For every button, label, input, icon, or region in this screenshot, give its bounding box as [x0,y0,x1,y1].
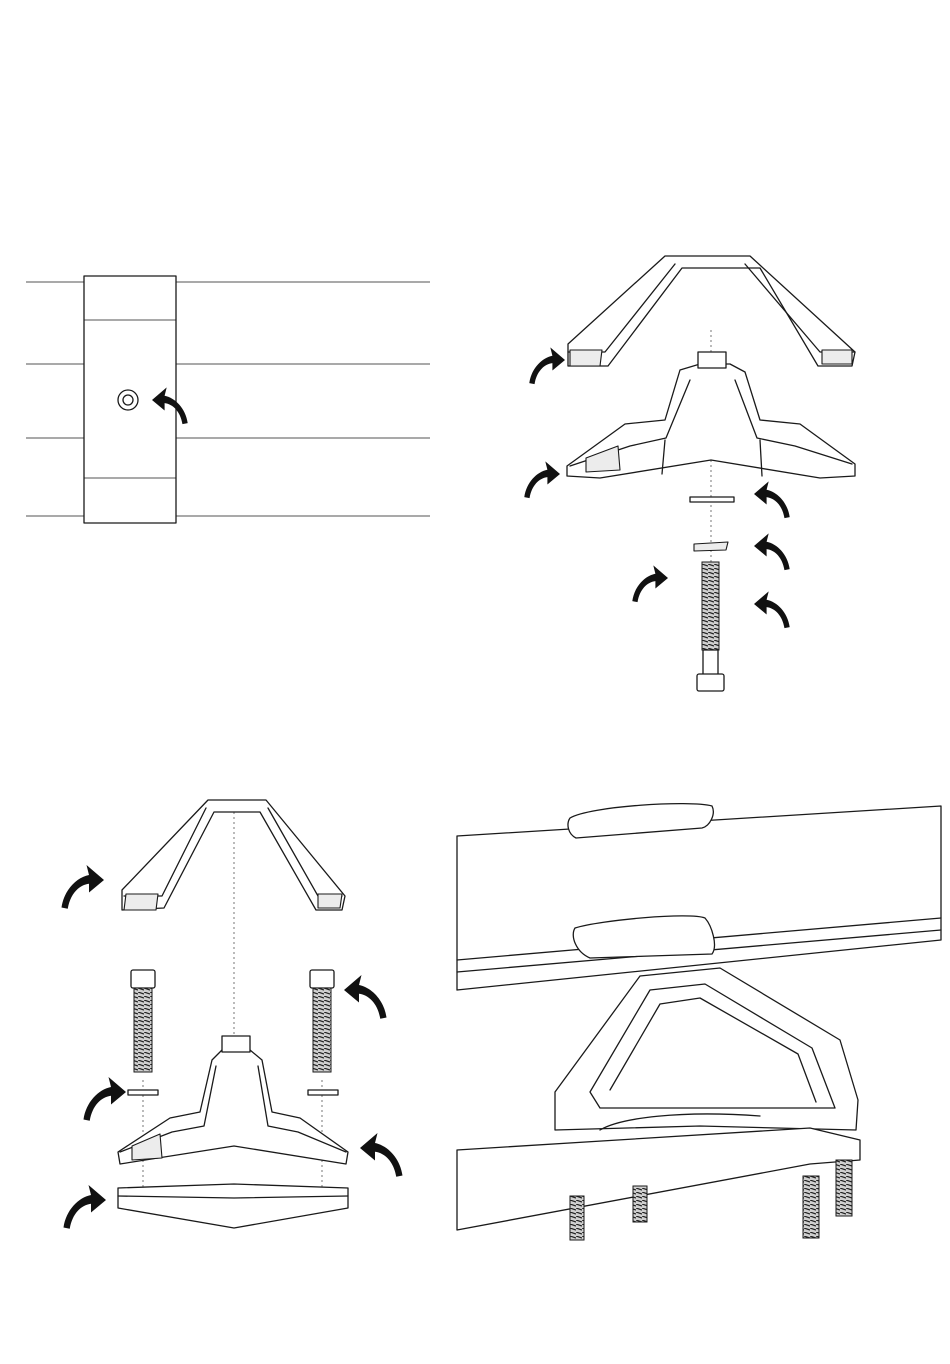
rail-clamp-view [26,276,430,523]
curved-arrow-icon [754,481,790,518]
flat-washer [690,497,734,502]
foot-exploded-view [524,256,855,691]
bolt-right [308,970,338,1095]
crossbar [457,1114,860,1230]
curved-arrow-icon [632,565,668,602]
bolt-stud-4 [836,1160,852,1216]
curved-arrow-icon [360,1133,403,1177]
lock-washer [694,542,728,551]
bolt-stud-1 [570,1196,584,1240]
mounted-foot-view [457,804,941,1240]
curved-arrow-icon [524,461,560,498]
bolt-stud-2 [633,1186,647,1222]
top-pad [122,800,345,910]
curved-arrow-icon [754,591,790,628]
bolt [697,562,724,691]
foot-base [567,352,855,478]
roof-rail [457,804,941,990]
foot-bolt-exploded-view [62,800,403,1229]
curved-arrow-icon [344,975,387,1019]
curved-arrow-icon [62,865,105,909]
top-pad [568,256,855,366]
bottom-plate [118,1184,348,1228]
curved-arrow-icon [754,533,790,570]
curved-arrow-icon [64,1185,107,1229]
bolt-left [128,970,158,1095]
curved-arrow-icon [529,347,565,384]
curved-arrow-icon [84,1077,127,1121]
bolt-stud-3 [803,1176,819,1238]
